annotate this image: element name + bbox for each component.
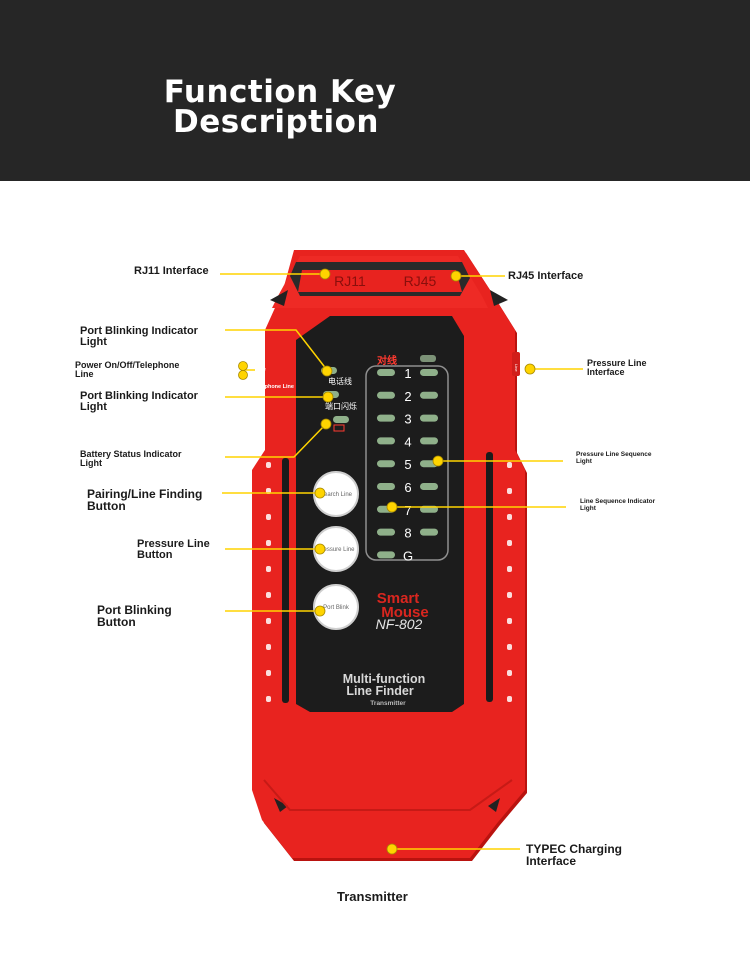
sequence-number: 1: [404, 366, 411, 381]
line-sequence-label: Line Sequence Indicator Light: [580, 498, 656, 512]
sequence-number: 5: [404, 457, 411, 472]
sequence-number: G: [403, 548, 413, 563]
side-interface: [512, 352, 520, 376]
caption: Transmitter: [337, 889, 408, 904]
sequence-led-left: [377, 391, 395, 399]
bumper-tr: [490, 290, 508, 306]
side-interface-label: Line: [514, 364, 519, 372]
header-banner: [0, 0, 750, 181]
brand-line-2: Mouse: [381, 604, 429, 621]
sequence-number: 6: [404, 480, 411, 495]
rj11-port-label: RJ11: [334, 273, 366, 289]
port-blink-light-label-1: Port Blinking Indicator Light: [80, 325, 198, 348]
port-blink-button[interactable]: Port Blink: [313, 584, 359, 630]
lower-edge: [263, 779, 513, 811]
callout-dots: [238, 268, 536, 855]
typec-interface-label: TYPEC Charging Interface: [526, 842, 623, 868]
sequence-led-right: [420, 437, 438, 445]
port-blink-light-label-2: Port Blinking Indicator Light: [80, 390, 198, 413]
model-number: NF-802: [376, 616, 423, 632]
product-subtitle: Transmitter: [370, 700, 406, 707]
sequence-led-left: [377, 528, 395, 536]
sequence-led-left: [377, 551, 395, 559]
telephone-led-label: 电话线: [328, 376, 352, 386]
sequence-number: 2: [404, 389, 411, 404]
sequence-number: 4: [404, 434, 411, 449]
sequence-number: 7: [404, 503, 411, 518]
pressure-line-button-label: Pressure Line: [317, 547, 355, 553]
port-blink-button-label: Port Blink: [323, 605, 350, 611]
sequence-led-left: [377, 460, 395, 468]
sequence-led-right: [420, 414, 438, 422]
panel-header: 对线: [377, 354, 397, 367]
power-switch-label: Power On/Off/Telephone Line: [75, 360, 180, 379]
pressure-sequence-label: Pressure Line Sequence Light: [576, 451, 652, 465]
switch-telephone-label: Telephone Line: [254, 384, 294, 390]
sequence-led-left: [377, 414, 395, 422]
rj11-interface-label: RJ11 Interface: [134, 265, 209, 277]
title-line-1: Function Key: [163, 74, 397, 110]
bumper-br: [488, 798, 500, 812]
port-blink-led-label: 端口闪烁: [325, 401, 357, 411]
battery-led: [333, 416, 349, 423]
product-name-2: Line Finder: [346, 684, 414, 698]
sequence-number: 3: [404, 412, 411, 427]
sequence-led-right: [420, 391, 438, 399]
battery-light-label: Battery Status Indicator Light: [80, 449, 182, 468]
left-vents: [266, 462, 271, 702]
pairing-button-label: Pairing/Line Finding Button: [87, 487, 203, 513]
led-frame: [365, 365, 449, 561]
port-blink-button-callout: Port Blinking Button: [97, 603, 172, 629]
sequence-led-left: [377, 369, 395, 376]
product-name-1: Multi-function: [343, 672, 426, 686]
rj45-interface-label: RJ45 Interface: [508, 270, 584, 282]
switch-off-label: Off: [254, 367, 266, 376]
bumper-bl: [274, 798, 288, 812]
port-face: [298, 270, 462, 292]
sequence-led-grid: 1 2 3 4 5 6 7 8G: [377, 366, 438, 563]
battery-icon: [333, 424, 345, 432]
sequence-led-right: [420, 369, 438, 376]
right-vents: [507, 462, 512, 702]
header-led: [420, 355, 436, 362]
brand-line-1: Smart: [377, 590, 420, 607]
sequence-led-left: [377, 437, 395, 445]
title-line-2: Description: [172, 104, 379, 140]
callout-lines: [220, 273, 583, 850]
left-grip: [282, 458, 289, 703]
bumper-tl: [270, 290, 288, 306]
sequence-led-right: [420, 483, 438, 490]
right-grip: [486, 452, 493, 702]
rj45-port-label: RJ45: [404, 273, 437, 289]
sequence-number: 8: [404, 526, 411, 541]
search-line-button-label: Search Line: [320, 492, 353, 498]
sequence-led-right: [420, 528, 438, 536]
pressure-button-label: Pressure Line Button: [137, 538, 210, 561]
product-plate: [322, 660, 442, 708]
switch-on-label: On: [254, 350, 265, 359]
pressure-interface-label: Pressure Line Interface: [587, 358, 647, 377]
sequence-led-left: [377, 483, 395, 490]
search-line-button[interactable]: Search Line: [313, 471, 359, 517]
